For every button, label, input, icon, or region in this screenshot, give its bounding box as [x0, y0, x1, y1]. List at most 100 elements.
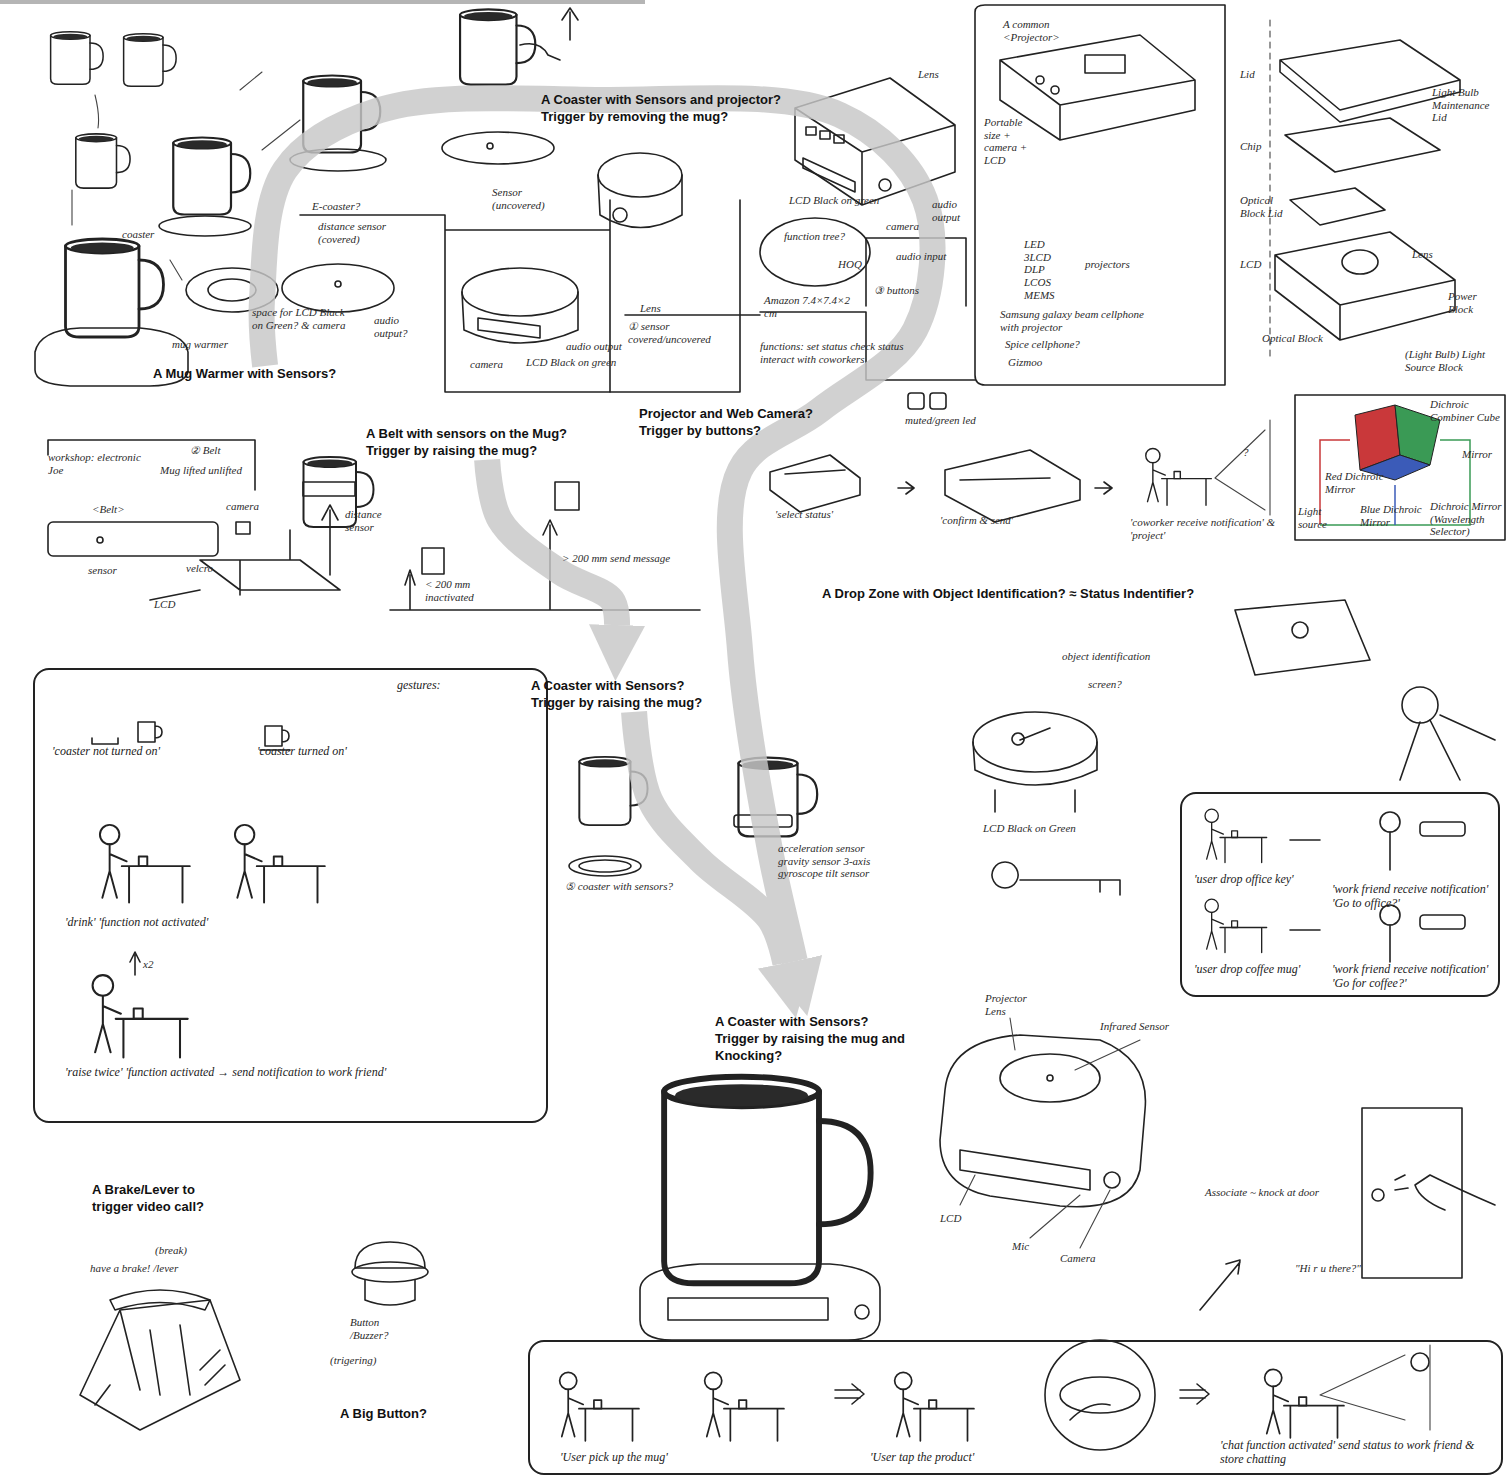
optical-lid-part	[1290, 188, 1385, 225]
heading-text: A Drop Zone with Object Identification? …	[822, 586, 1242, 603]
sketch-note: space for LCD Black on Green? & camera	[252, 306, 357, 331]
lens-symbol	[1342, 250, 1378, 274]
mug-sketch	[124, 34, 177, 87]
storyboard-figure	[895, 1372, 974, 1441]
lcd-slot	[803, 158, 855, 192]
sketch-note: mug warmer	[172, 338, 252, 351]
mug-sketch	[76, 134, 130, 188]
sketch-note: Red Dichroic Mirror	[1325, 470, 1395, 495]
sketch-note: camera	[226, 500, 276, 513]
panel-outline	[610, 200, 760, 392]
belt-strip	[48, 522, 218, 556]
leader-line	[960, 1018, 1140, 1248]
storyboard-caption: 'coaster not turned on'	[52, 744, 242, 758]
storyboard-figure	[1205, 809, 1267, 862]
sketch-note: LCD Black on Green	[983, 822, 1103, 835]
sketch-note: distance sensor	[345, 508, 405, 533]
concept-heading: A Drop Zone with Object Identification? …	[822, 586, 1242, 603]
sketch-note: function tree?	[784, 230, 869, 243]
device-body	[598, 175, 682, 228]
lift-arrow	[322, 505, 338, 575]
note-bubble	[760, 218, 870, 286]
sketch-note: Mug lifted unlifted	[160, 464, 250, 477]
concept-heading: A Coaster with Sensors? Trigger by raisi…	[531, 678, 731, 712]
sensor-dot	[335, 281, 341, 287]
sketch-note: A common <Projector>	[1003, 18, 1078, 43]
sketch-note: have a brake! /lever	[90, 1262, 225, 1275]
device-sketch	[940, 1035, 1145, 1207]
hand-sketch	[520, 44, 560, 60]
sketch-note: LCD	[940, 1212, 980, 1225]
heading-text: A Big Button?	[340, 1406, 455, 1423]
heading-text: A Coaster with Sensors? Trigger by raisi…	[531, 678, 731, 712]
lever-slot	[95, 1350, 225, 1405]
button-base	[365, 1280, 415, 1305]
heading-text: A Belt with sensors on the Mug? Trigger …	[366, 426, 601, 460]
lens-symbol	[613, 208, 627, 222]
mug-sketch	[51, 32, 104, 85]
camera-icon	[930, 393, 946, 409]
sketch-note: audio output	[932, 198, 977, 223]
sketch-note: (break)	[155, 1244, 215, 1257]
diagram-frame	[1295, 395, 1505, 540]
key-ring	[1402, 687, 1438, 723]
step-arrow	[898, 482, 1112, 494]
sketch-note: distance sensor (covered)	[318, 220, 398, 245]
zoom-circle	[1045, 1340, 1155, 1450]
sketch-note: ?	[1243, 446, 1258, 459]
sketch-note: audio input	[896, 250, 971, 263]
display-icon	[1085, 55, 1125, 73]
sketch-note: Dichroic Mirror (Wavelength Selector)	[1430, 500, 1505, 538]
sketch-note: Camera	[1060, 1252, 1130, 1265]
heading-text: A Mug Warmer with Sensors?	[153, 366, 378, 383]
sketch-note: Infrared Sensor	[1100, 1020, 1220, 1033]
sketch-note: Lens	[640, 302, 680, 315]
storyboard-caption: 'coaster turned on'	[257, 744, 437, 758]
projection-rays	[1215, 420, 1270, 515]
sketch-note: Optical Block Lid	[1240, 194, 1285, 219]
lcd-slot	[668, 1298, 828, 1320]
sketch-note: object identification	[1062, 650, 1187, 663]
storyboard-caption: 'User tap the product'	[870, 1450, 1070, 1464]
storyboard-caption: 'work friend receive notification' 'Go t…	[1332, 882, 1497, 911]
storyboard-caption: 'user drop office key'	[1194, 872, 1314, 886]
figure-head	[1380, 812, 1400, 832]
mug-box	[422, 548, 444, 574]
sketch-note: Spice cellphone?	[1005, 338, 1105, 351]
sketch-note: Optical Block	[1262, 332, 1327, 345]
mug-sketch	[460, 9, 535, 84]
sketch-note: HOQ	[838, 258, 878, 271]
button-icon	[820, 131, 830, 139]
sketch-note: Mic	[1012, 1240, 1052, 1253]
key-sketch	[992, 862, 1120, 895]
sketch-note: Power Block	[1448, 290, 1503, 315]
sketch-note: Mirror	[1462, 448, 1504, 461]
concept-heading: Projector and Web Camera? Trigger by but…	[639, 406, 844, 440]
storyboard-figure	[93, 975, 188, 1057]
drop-tray	[973, 712, 1097, 772]
sketch-note: Button /Buzzer?	[350, 1316, 415, 1341]
sketch-note: 'coworker receive notification' & 'proje…	[1130, 516, 1290, 541]
sketch-note: x2	[143, 958, 173, 971]
sketch-note: Portable size + camera + LCD	[984, 116, 1039, 167]
storyboard-figure	[235, 825, 325, 903]
button-icon	[1036, 76, 1044, 84]
sketch-note: LCD Black on green	[789, 194, 899, 207]
sketch-note: LCD Black on green	[526, 356, 636, 369]
sketch-note: < 200 mm inactivated	[425, 578, 515, 603]
figure-head	[1411, 1353, 1429, 1371]
storyboard-caption: 'raise twice' 'function activated → send…	[65, 1065, 535, 1079]
door-sketch	[1362, 1108, 1462, 1278]
concept-heading: A Belt with sensors on the Mug? Trigger …	[366, 426, 601, 460]
device-mini	[1420, 915, 1465, 929]
button-icon	[806, 127, 816, 135]
sketch-note: Amazon 7.4×7.4×2 cm	[764, 294, 859, 319]
device-body	[462, 292, 578, 343]
sensor-dot	[487, 143, 493, 149]
sketch-note: workshop: electronic Joe	[48, 451, 143, 476]
sketch-note: ③ buttons	[874, 284, 959, 297]
sketch-note: <Belt>	[92, 503, 147, 516]
storyboard-figure	[560, 1372, 639, 1441]
device-top	[462, 268, 578, 316]
